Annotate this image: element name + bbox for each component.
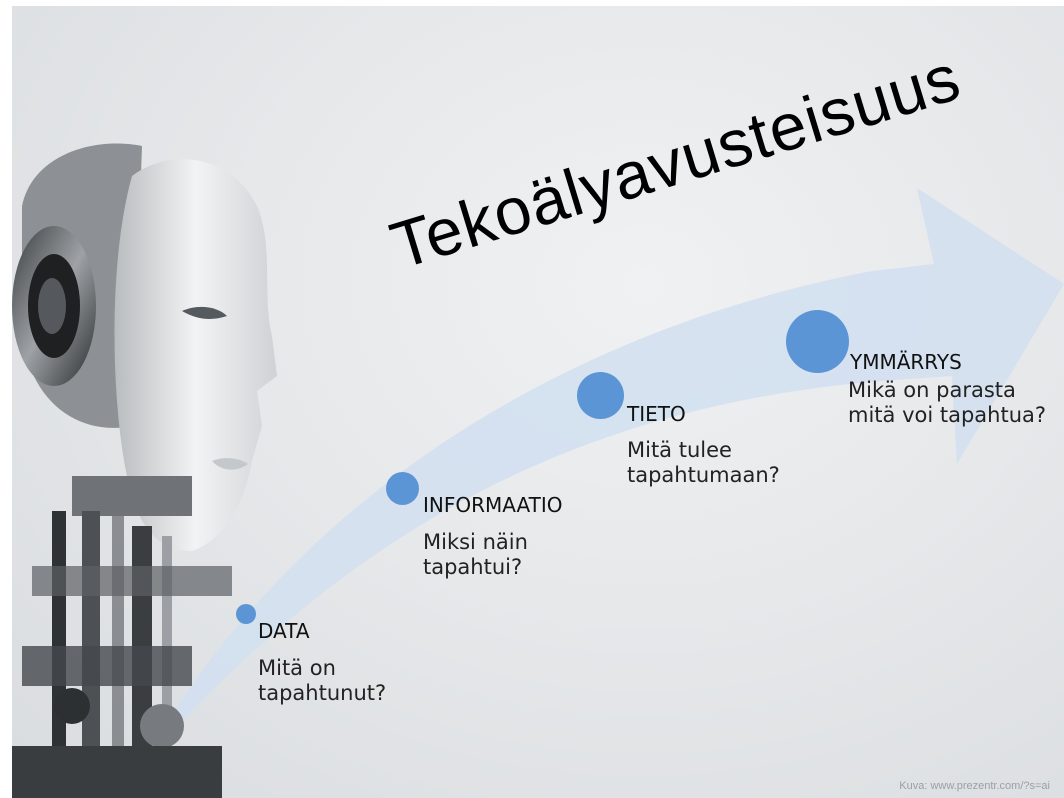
stage-dot-ymmarrys bbox=[786, 310, 849, 373]
stage-dot-tieto bbox=[577, 372, 624, 419]
slide: Tekoälyavusteisuus DATA Mitä on tapahtun… bbox=[12, 6, 1064, 798]
stage-label-data: DATA bbox=[258, 619, 310, 643]
stage-dot-data bbox=[236, 604, 256, 624]
stage-label-tieto: TIETO bbox=[627, 402, 686, 426]
image-credit: Kuva: www.prezentr.com/?s=ai bbox=[899, 780, 1050, 792]
stage-question-tieto: Mitä tulee tapahtumaan? bbox=[627, 438, 780, 487]
stage-label-ymmarrys: YMMÄRRYS bbox=[850, 350, 962, 374]
stage-question-informaatio: Miksi näin tapahtui? bbox=[423, 530, 528, 579]
stage-question-data: Mitä on tapahtunut? bbox=[258, 656, 387, 705]
stage-label-informaatio: INFORMAATIO bbox=[423, 493, 563, 517]
robot-illustration bbox=[12, 143, 277, 798]
stage-question-ymmarrys: Mikä on parasta mitä voi tapahtua? bbox=[848, 378, 1047, 427]
stage-dot-informaatio bbox=[386, 472, 419, 505]
slide-top-border bbox=[0, 0, 1064, 6]
